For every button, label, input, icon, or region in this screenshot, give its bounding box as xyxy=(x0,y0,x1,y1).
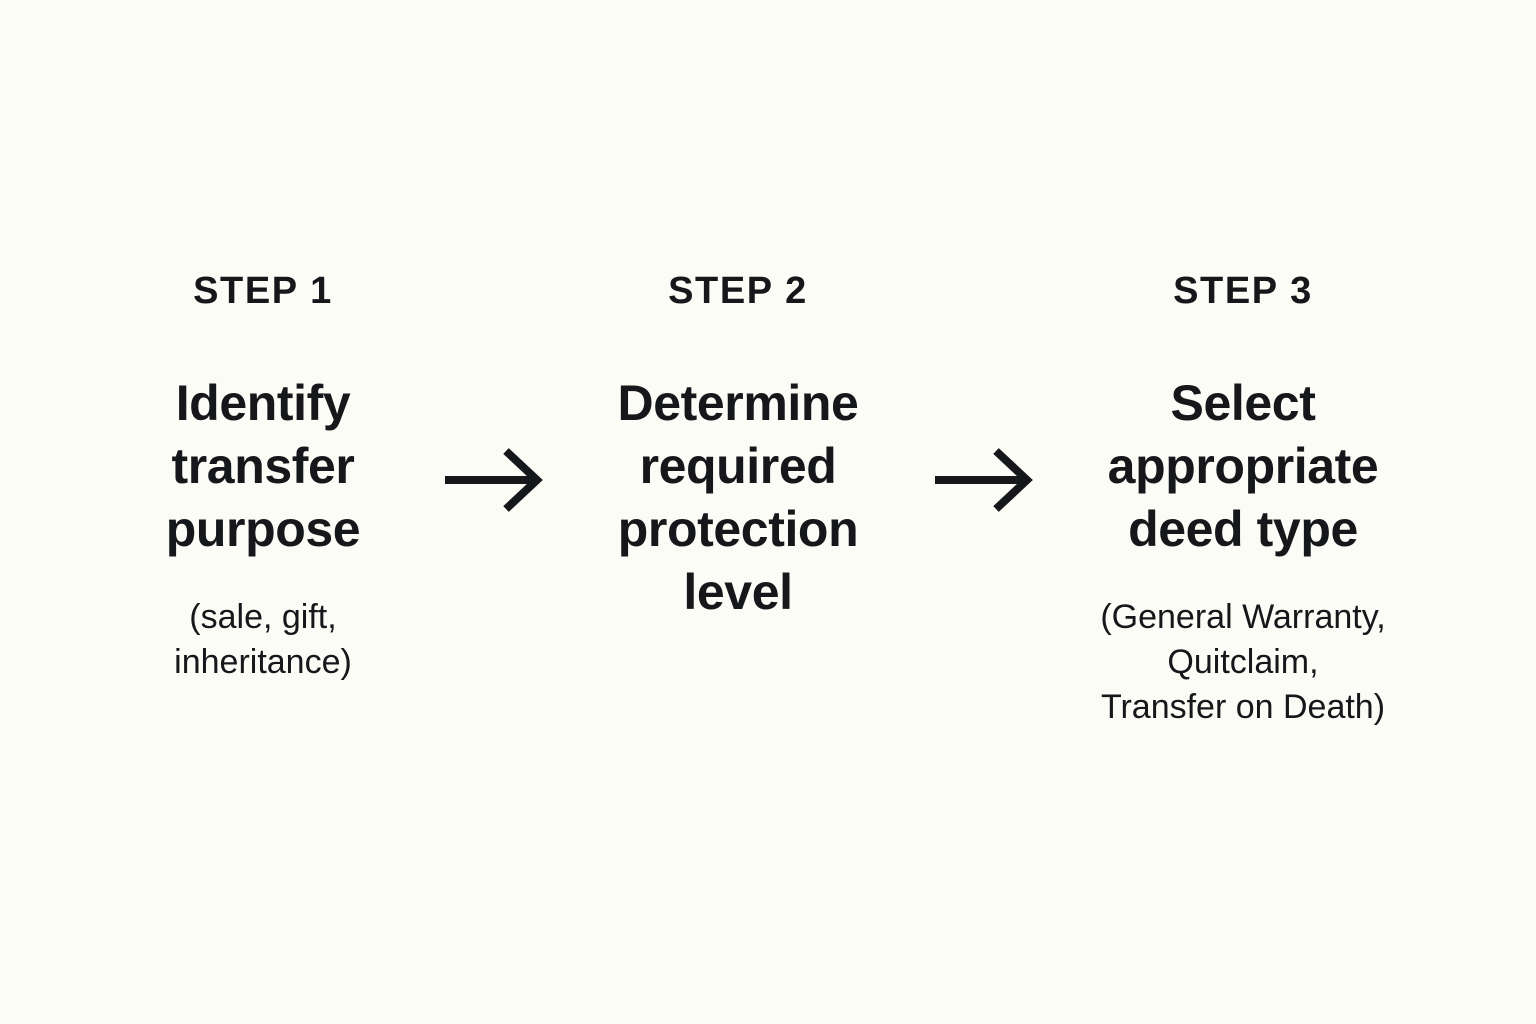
process-step-2: STEP 2 Determine required protection lev… xyxy=(558,0,918,658)
step-1-title: Identify transfer purpose xyxy=(165,375,361,557)
step-1-detail: (sale, gift, inheritance) xyxy=(174,598,352,681)
step-2-title: Determine required protection level xyxy=(617,375,859,620)
step-2-label: STEP 2 xyxy=(668,270,808,312)
step-1-label: STEP 1 xyxy=(193,270,333,312)
arrow-right-icon xyxy=(933,447,1033,513)
step-3-title: Select appropriate deed type xyxy=(1107,375,1379,557)
connector-1 xyxy=(428,0,558,513)
arrow-right-icon xyxy=(443,447,543,513)
step-3-label: STEP 3 xyxy=(1173,270,1313,312)
connector-2 xyxy=(918,0,1048,513)
step-3-detail: (General Warranty, Quitclaim, Transfer o… xyxy=(1100,598,1386,726)
process-step-3: STEP 3 Select appropriate deed type (Gen… xyxy=(1048,0,1438,730)
process-step-1: STEP 1 Identify transfer purpose (sale, … xyxy=(98,0,428,685)
